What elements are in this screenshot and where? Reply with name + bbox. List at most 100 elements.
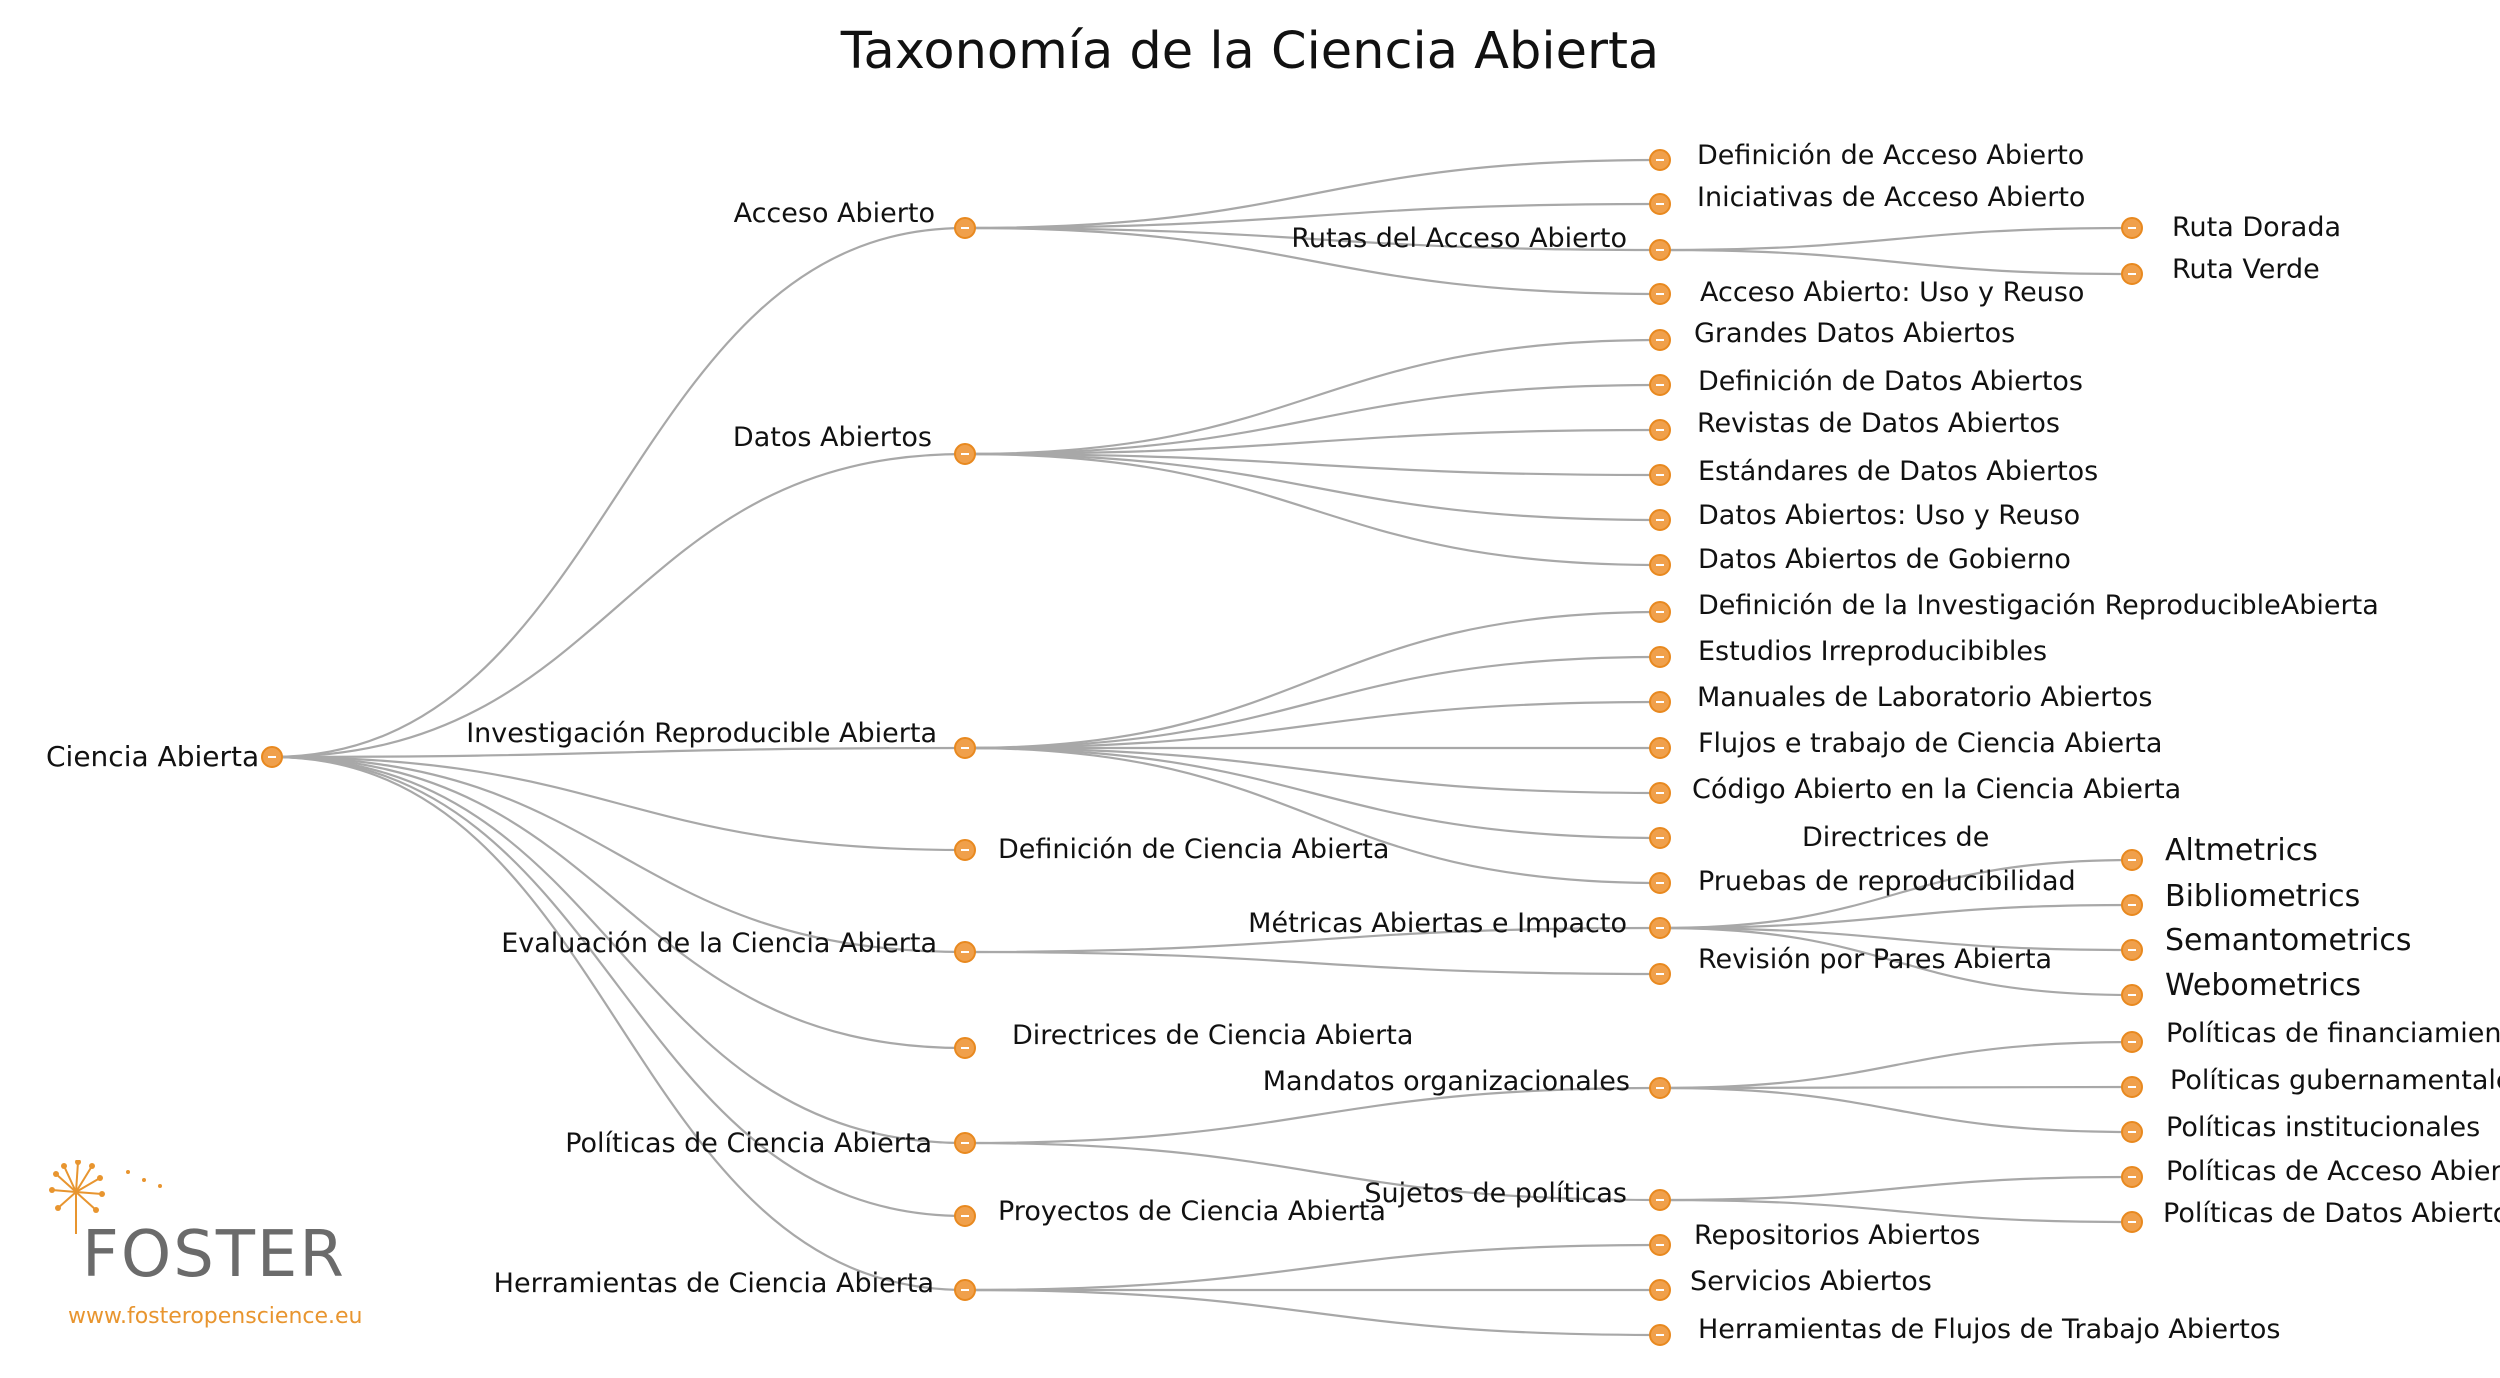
- node-dot[interactable]: [1649, 646, 1671, 668]
- node-label-acceso-abierto: Acceso Abierto: [734, 198, 935, 229]
- node-label-politicas-de-ciencia-abierta: Políticas de Ciencia Abierta: [565, 1128, 932, 1159]
- node-dot[interactable]: [1649, 149, 1671, 171]
- node-dot[interactable]: [1649, 872, 1671, 894]
- tree-edge: [1659, 226, 2133, 252]
- node-dot[interactable]: [2121, 849, 2143, 871]
- node-label-proyectos-de-ciencia-abierta: Proyectos de Ciencia Abierta: [998, 1196, 1386, 1227]
- node-dot[interactable]: [954, 1037, 976, 1059]
- node-dot[interactable]: [1649, 827, 1671, 849]
- node-dot[interactable]: [2121, 1166, 2143, 1188]
- node-dot[interactable]: [1649, 1077, 1671, 1099]
- node-dot[interactable]: [1649, 283, 1671, 305]
- tree-edge: [1659, 926, 2133, 997]
- foster-logo[interactable]: FOSTER www.fosteropenscience.eu: [48, 1160, 368, 1340]
- tree-edge: [1659, 926, 2133, 952]
- tree-edge: [1659, 248, 2133, 276]
- node-label-datos-abiertos-uso-y-reuso: Datos Abiertos: Uso y Reuso: [1698, 500, 2080, 531]
- node-label-flujos-e-trabajo-de-ciencia-abierta: Flujos e trabajo de Ciencia Abierta: [1698, 728, 2162, 759]
- node-dot[interactable]: [954, 1279, 976, 1301]
- node-dot[interactable]: [1649, 464, 1671, 486]
- node-dot[interactable]: [1649, 691, 1671, 713]
- node-dot[interactable]: [2121, 1121, 2143, 1143]
- node-dot[interactable]: [954, 737, 976, 759]
- node-label-directrices-de: Directrices de: [1802, 822, 1989, 853]
- tree-edge: [964, 452, 1661, 522]
- node-label-definicion-de-datos-abiertos: Definición de Datos Abiertos: [1698, 366, 2083, 397]
- node-dot[interactable]: [1649, 193, 1671, 215]
- tree-edge: [964, 655, 1661, 750]
- node-label-acceso-abierto-uso-y-reuso: Acceso Abierto: Uso y Reuso: [1700, 277, 2084, 308]
- node-dot[interactable]: [1649, 1324, 1671, 1346]
- node-dot[interactable]: [2121, 1211, 2143, 1233]
- tree-edge: [964, 202, 1661, 230]
- node-dot[interactable]: [954, 941, 976, 963]
- tree-edge: [964, 746, 1661, 885]
- node-dot[interactable]: [1649, 601, 1671, 623]
- tree-edge: [964, 1141, 1661, 1202]
- tree-edge: [1659, 858, 2133, 930]
- tree-edge: [964, 428, 1661, 456]
- node-label-iniciativas-de-acceso-abierto: Iniciativas de Acceso Abierto: [1697, 182, 2085, 213]
- node-dot[interactable]: [2121, 894, 2143, 916]
- node-label-mandatos-organizacionales: Mandatos organizacionales: [1263, 1066, 1630, 1097]
- node-label-servicios-abiertos: Servicios Abiertos: [1690, 1266, 1932, 1297]
- tree-edge: [271, 452, 966, 759]
- node-label-ruta-dorada: Ruta Dorada: [2172, 212, 2341, 243]
- node-dot[interactable]: [954, 1132, 976, 1154]
- tree-edge: [271, 755, 966, 1218]
- node-dot[interactable]: [1649, 554, 1671, 576]
- page-title: Taxonomía de la Ciencia Abierta: [840, 22, 1660, 81]
- node-label-estandares-de-datos-abiertos: Estándares de Datos Abiertos: [1698, 456, 2098, 487]
- tree-edge: [271, 755, 966, 954]
- tree-edge: [964, 1243, 1661, 1292]
- tree-edge: [964, 452, 1661, 567]
- tree-edge: [964, 700, 1661, 750]
- node-dot[interactable]: [2121, 939, 2143, 961]
- node-dot[interactable]: [261, 746, 283, 768]
- node-dot[interactable]: [1649, 239, 1671, 261]
- tree-edge: [1659, 1198, 2133, 1224]
- node-dot[interactable]: [1649, 963, 1671, 985]
- node-dot[interactable]: [2121, 1031, 2143, 1053]
- tree-edge: [964, 383, 1661, 456]
- node-dot[interactable]: [1649, 509, 1671, 531]
- node-dot[interactable]: [2121, 1076, 2143, 1098]
- tree-edge: [964, 926, 1661, 954]
- tree-edges: [271, 158, 2133, 1337]
- node-dot[interactable]: [954, 1205, 976, 1227]
- node-dot[interactable]: [1649, 1234, 1671, 1256]
- tree-edge: [271, 226, 966, 759]
- node-label-herramientas-de-ciencia-abierta: Herramientas de Ciencia Abierta: [494, 1268, 934, 1299]
- node-dot[interactable]: [1649, 782, 1671, 804]
- node-dot[interactable]: [1649, 374, 1671, 396]
- node-label-herramientas-de-flujos-de-trabajo-abiertos: Herramientas de Flujos de Trabajo Abiert…: [1698, 1314, 2280, 1345]
- node-dot[interactable]: [2121, 217, 2143, 239]
- tree-edge: [1659, 903, 2133, 930]
- node-dot[interactable]: [1649, 917, 1671, 939]
- node-dot[interactable]: [1649, 737, 1671, 759]
- node-dot[interactable]: [2121, 263, 2143, 285]
- tree-edge: [964, 1288, 1661, 1337]
- node-dot[interactable]: [1649, 1189, 1671, 1211]
- tree-edge: [964, 226, 1661, 252]
- node-label-pruebas-de-reproducibilidad: Pruebas de reproducibilidad: [1698, 866, 2076, 897]
- node-label-ruta-verde: Ruta Verde: [2172, 254, 2320, 285]
- node-label-investigacion-reproducible-abierta: Investigación Reproducible Abierta: [466, 718, 937, 749]
- node-dot[interactable]: [954, 217, 976, 239]
- node-dot[interactable]: [954, 443, 976, 465]
- logo-url-link[interactable]: www.fosteropenscience.eu: [68, 1304, 363, 1329]
- tree-edge: [964, 158, 1661, 230]
- node-dot[interactable]: [1649, 329, 1671, 351]
- node-dot[interactable]: [1649, 1279, 1671, 1301]
- node-dot[interactable]: [2121, 984, 2143, 1006]
- tree-edge: [1659, 1175, 2133, 1202]
- tree-edge: [964, 452, 1661, 477]
- node-dot[interactable]: [1649, 419, 1671, 441]
- logo-wordmark: FOSTER: [82, 1218, 346, 1292]
- tree-edge: [1659, 1086, 2133, 1134]
- node-label-datos-abiertos: Datos Abiertos: [733, 422, 932, 453]
- node-label-codigo-abierto-en-la-ciencia-abierta: Código Abierto en la Ciencia Abierta: [1692, 774, 2181, 805]
- node-dot[interactable]: [954, 839, 976, 861]
- tree-edge: [271, 755, 966, 852]
- node-label-grandes-datos-abiertos: Grandes Datos Abiertos: [1694, 318, 2015, 349]
